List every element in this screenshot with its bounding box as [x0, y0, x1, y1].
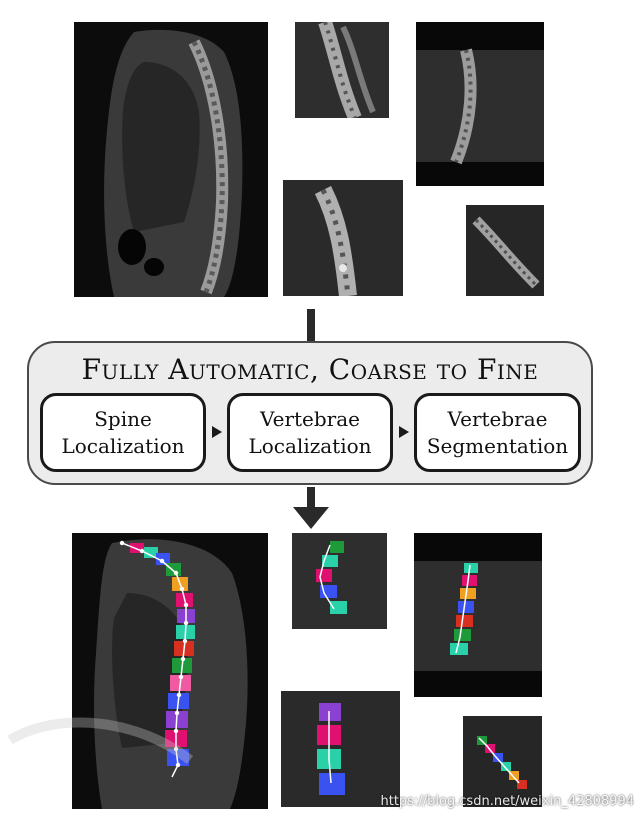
step-line-1: Vertebrae [260, 406, 360, 431]
input-ct-lumbar [295, 22, 389, 118]
watermark-text: https://blog.csdn.net/weixin_42808994 [380, 794, 634, 809]
ct-image [283, 180, 403, 296]
step-line-2: Segmentation [426, 433, 569, 458]
ct-image-segmented [463, 716, 542, 807]
connector-line [307, 309, 315, 341]
step-line-1: Spine [94, 406, 152, 431]
step-spine-localization: Spine Localization [40, 393, 206, 472]
ct-image-segmented [414, 533, 542, 697]
step-line-1: Vertebrae [447, 406, 548, 431]
ct-image [416, 22, 544, 186]
input-ct-sagittal-large [74, 22, 268, 297]
ct-image-segmented [281, 691, 400, 807]
result-ct-lumbar [292, 533, 387, 629]
step-line-2: Localization [248, 433, 372, 458]
ct-image-segmented [292, 533, 387, 629]
arrow-right-icon [212, 426, 222, 438]
input-ct-thoracic [416, 22, 544, 186]
ct-image-segmented [72, 533, 268, 809]
ct-image [466, 205, 544, 296]
result-ct-thoracic [414, 533, 542, 697]
result-ct-cervical [463, 716, 542, 807]
arrow-shaft [307, 487, 315, 509]
input-ct-cervical [466, 205, 544, 296]
result-ct-sagittal-large [72, 533, 268, 809]
result-ct-lumbar-zoom [281, 691, 400, 807]
ct-image [295, 22, 389, 118]
step-vertebrae-localization: Vertebrae Localization [227, 393, 393, 472]
arrow-down-icon [293, 507, 329, 529]
step-line-2: Localization [61, 433, 185, 458]
spine-centerline [121, 542, 187, 778]
arrow-right-icon [399, 426, 409, 438]
input-ct-lumbar-zoom [283, 180, 403, 296]
ct-image [74, 22, 268, 297]
step-vertebrae-segmentation: Vertebrae Segmentation [414, 393, 581, 472]
pipeline-title: Fully Automatic, Coarse to Fine [81, 353, 539, 386]
